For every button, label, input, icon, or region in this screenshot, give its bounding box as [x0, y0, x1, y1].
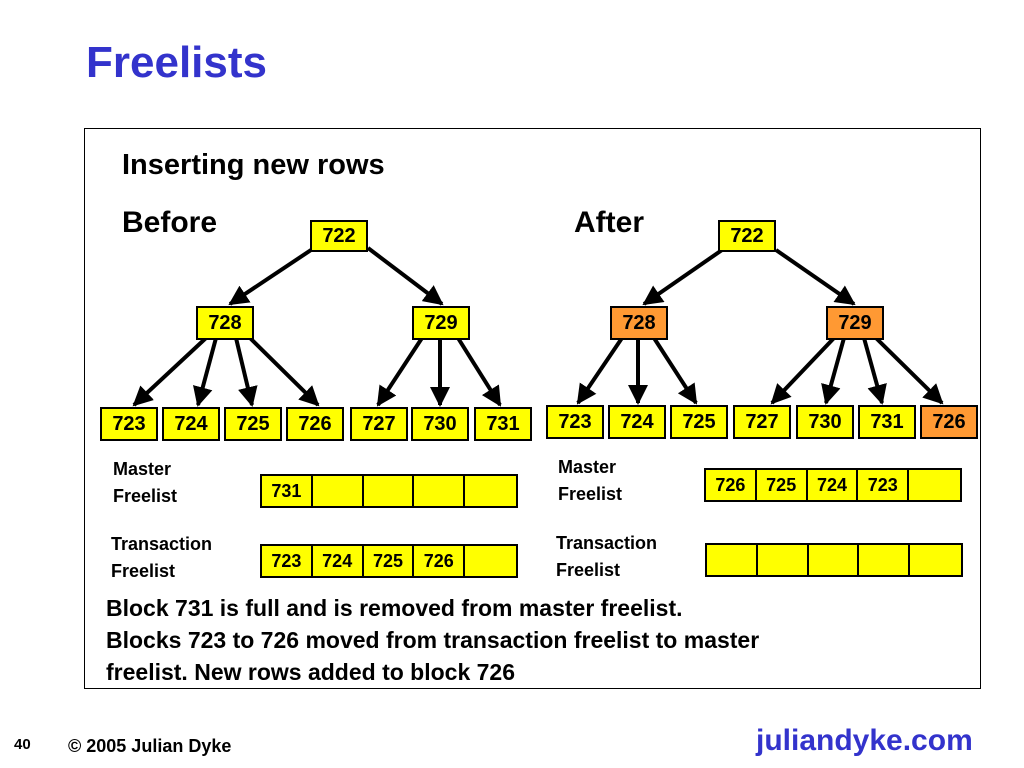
before-leaf-node: 723: [100, 407, 158, 441]
before-leaf-node: 731: [474, 407, 532, 441]
before-heading: Before: [122, 206, 218, 239]
arrow-before-729-731: [456, 336, 502, 407]
after-leaf-node-moved: 726: [920, 405, 978, 439]
arrow-after-728-725: [652, 336, 698, 405]
copyright: © 2005 Julian Dyke: [68, 736, 232, 756]
freelist-cell: [465, 546, 516, 576]
arrow-before-729-727: [376, 336, 424, 407]
after-leaf-node: 727: [733, 405, 791, 439]
arrow-after-722-729: [774, 248, 856, 306]
arrow-before-728-725: [234, 337, 258, 407]
arrow-before-728-724: [193, 337, 218, 407]
freelist-cell: [809, 545, 860, 575]
freelist-cell: [313, 476, 364, 506]
before-leaf-node: 727: [350, 407, 408, 441]
after-branch-node: 729: [826, 306, 884, 340]
after-leaf-node: 731: [858, 405, 916, 439]
freelist-cell: [414, 476, 466, 506]
freelist-cell: 726: [414, 546, 466, 576]
after-leaf-node: 725: [670, 405, 728, 439]
freelist-cell: [910, 545, 961, 575]
before-transaction-label: Transaction Freelist: [111, 531, 212, 585]
arrow-after-729-730: [821, 337, 846, 405]
freelist-cell: [364, 476, 415, 506]
before-root-node: 722: [310, 220, 368, 252]
freelist-cell: [465, 476, 516, 506]
before-leaf-node: 724: [162, 407, 220, 441]
explanation-line: Blocks 723 to 726 moved from transaction…: [106, 627, 760, 653]
freelist-cell: 723: [858, 470, 910, 500]
arrow-after-722-728: [642, 248, 724, 306]
after-transaction-label-line1: Transaction: [556, 533, 658, 553]
freelist-cell: [859, 545, 911, 575]
before-master-label-line2: Freelist: [113, 486, 178, 506]
freelist-cell: 724: [808, 470, 859, 500]
arrow-after-729-727: [770, 336, 836, 405]
arrow-before-728-726: [248, 336, 320, 407]
freelist-cell: 731: [262, 476, 313, 506]
before-leaf-node: 730: [411, 407, 469, 441]
after-transaction-label-line2: Freelist: [556, 560, 621, 580]
explanation-text: Block 731 is full and is removed from ma…: [106, 592, 966, 688]
after-transaction-label: Transaction Freelist: [556, 530, 657, 584]
after-branch-node: 728: [610, 306, 668, 340]
arrow-after-729-726: [874, 336, 944, 405]
before-leaf-node: 725: [224, 407, 282, 441]
before-transaction-freelist: 723 724 725 726: [260, 544, 518, 578]
before-transaction-label-line2: Freelist: [111, 561, 176, 581]
brand-link[interactable]: juliandyke.com: [756, 724, 973, 757]
freelist-cell: 723: [262, 546, 313, 576]
arrow-before-722-729: [366, 246, 444, 306]
after-master-freelist: 726 725 724 723: [704, 468, 962, 502]
before-master-label-line1: Master: [113, 459, 172, 479]
after-root-node: 722: [718, 220, 776, 252]
arrow-after-728-723: [576, 336, 624, 405]
after-leaf-node: 730: [796, 405, 854, 439]
after-leaf-node: 723: [546, 405, 604, 439]
explanation-line: Block 731 is full and is removed from ma…: [106, 595, 683, 621]
arrow-after-729-731: [862, 337, 887, 405]
page-number: 40: [14, 736, 31, 753]
after-transaction-freelist: [705, 543, 963, 577]
before-transaction-label-line1: Transaction: [111, 534, 213, 554]
freelist-cell: 724: [313, 546, 364, 576]
freelist-cell: [909, 470, 960, 500]
freelist-cell: 725: [757, 470, 808, 500]
subtitle: Inserting new rows: [122, 149, 385, 181]
arrow-before-722-728: [228, 246, 316, 306]
before-master-freelist: 731: [260, 474, 518, 508]
freelist-cell: 725: [364, 546, 415, 576]
arrow-before-728-723: [132, 336, 208, 407]
after-master-label-line2: Freelist: [558, 484, 623, 504]
freelist-cell: 726: [706, 470, 757, 500]
after-master-label: Master Freelist: [558, 454, 622, 508]
after-master-label-line1: Master: [558, 457, 617, 477]
after-leaf-node: 724: [608, 405, 666, 439]
freelist-cell: [758, 545, 809, 575]
explanation-line: freelist. New rows added to block 726: [106, 659, 516, 685]
diagram-frame: [84, 128, 981, 689]
before-branch-node: 729: [412, 306, 470, 340]
freelist-cell: [707, 545, 758, 575]
before-leaf-node: 726: [286, 407, 344, 441]
before-master-label: Master Freelist: [113, 456, 177, 510]
after-heading: After: [574, 206, 645, 239]
before-branch-node: 728: [196, 306, 254, 340]
slide-title: Freelists: [86, 38, 267, 87]
